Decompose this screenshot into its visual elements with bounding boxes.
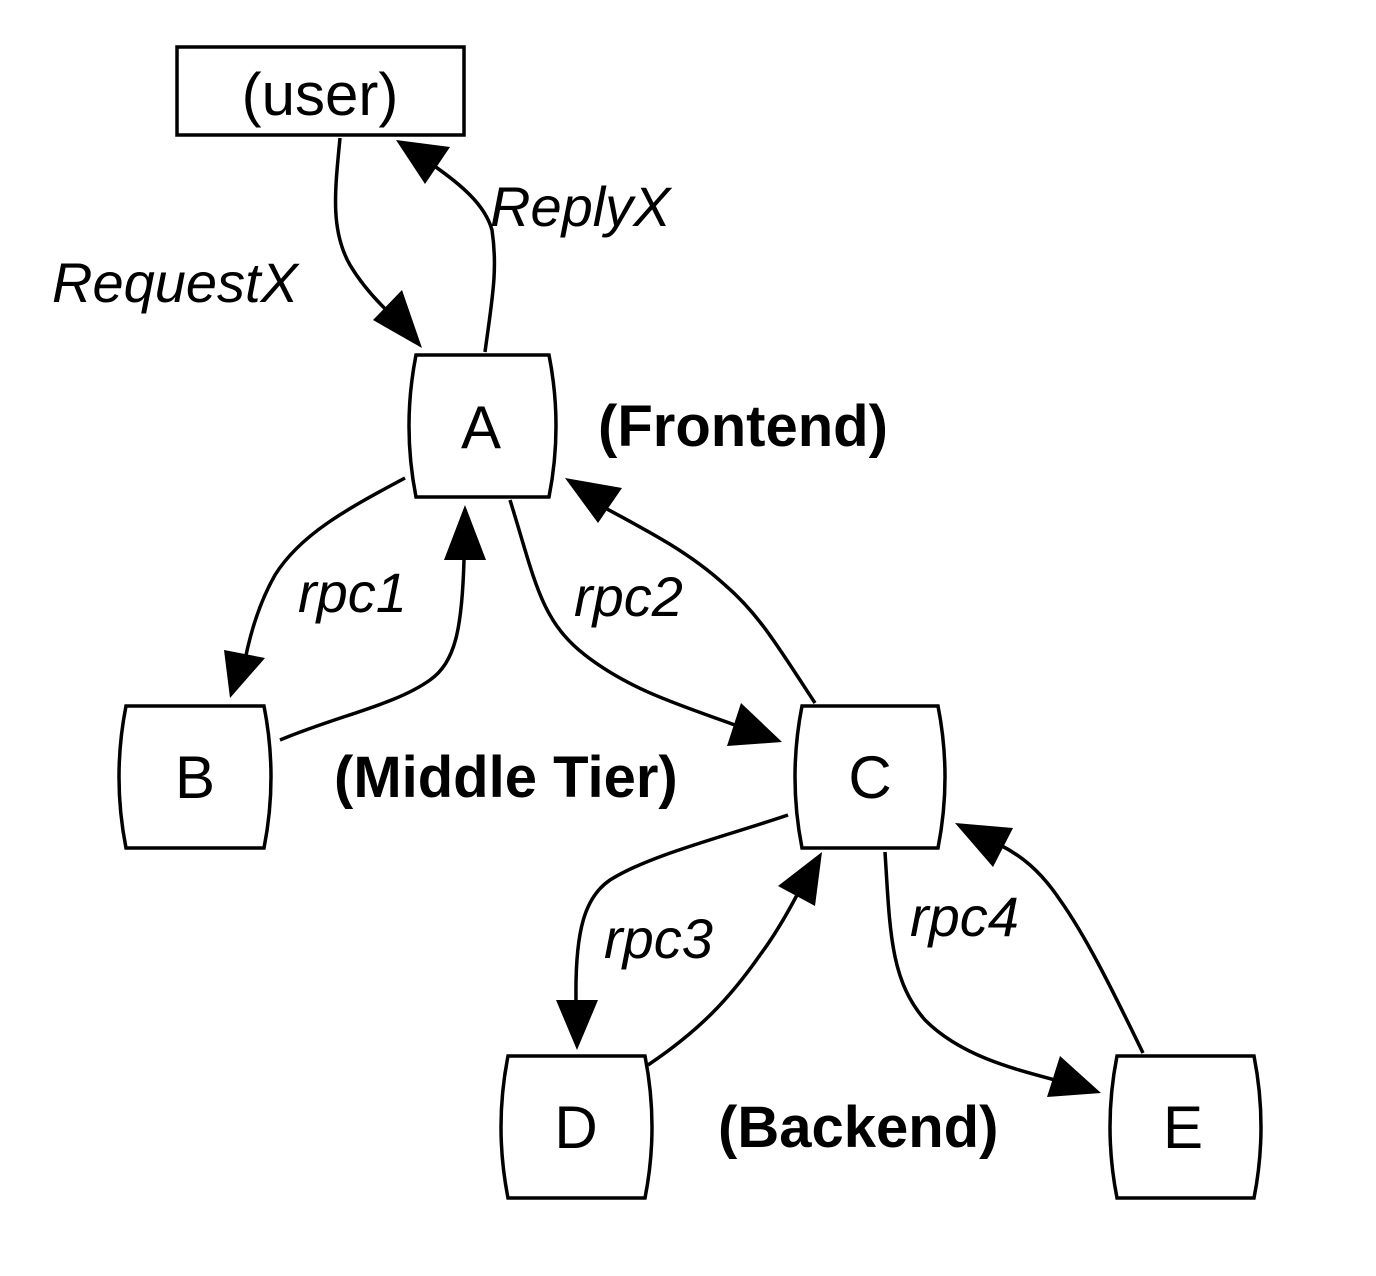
node-b-label: B — [175, 744, 215, 811]
rpc1-request-edge — [243, 476, 406, 661]
rpc2-reply-arrowhead — [565, 478, 622, 523]
rpc4-request-arrowhead — [1047, 1056, 1101, 1097]
rpc4-reply-edge — [999, 843, 1145, 1054]
node-a: A — [407, 353, 558, 499]
node-c: C — [793, 704, 947, 850]
rpc3-reply-edge — [647, 894, 799, 1067]
rpc1-reply-edge — [279, 559, 466, 742]
tier-label-frontend: (Frontend) — [598, 394, 888, 459]
edge-label-request: RequestX — [52, 251, 301, 314]
node-d-label: D — [554, 1094, 597, 1161]
rpc1-reply-arrowhead — [444, 505, 486, 560]
request-edge — [333, 137, 406, 328]
request-arrowhead — [373, 290, 422, 348]
node-d: D — [499, 1054, 654, 1200]
edge-label-rpc2: rpc2 — [574, 565, 683, 628]
rpc3-reply-arrowhead — [778, 852, 822, 906]
rpc4-reply-arrowhead — [955, 823, 1013, 867]
node-a-label: A — [461, 394, 501, 461]
node-c-label: C — [848, 744, 891, 811]
edge-label-rpc1: rpc1 — [298, 561, 407, 624]
reply-edge — [429, 161, 497, 353]
rpc4-request-edge — [883, 851, 1056, 1082]
tier-label-middle: (Middle Tier) — [334, 745, 678, 810]
node-e-label: E — [1163, 1094, 1203, 1161]
tier-label-backend: (Backend) — [718, 1095, 998, 1160]
rpc2-reply-edge — [604, 506, 817, 704]
node-user: (user) — [175, 45, 466, 137]
rpc3-request-arrowhead — [556, 1000, 598, 1050]
edge-label-rpc4: rpc4 — [910, 885, 1019, 948]
rpc2-request-edge — [508, 499, 736, 727]
node-user-label: (user) — [242, 61, 399, 128]
rpc2-request-arrowhead — [727, 703, 782, 746]
rpc3-request-edge — [574, 813, 789, 1001]
edge-label-reply: ReplyX — [490, 175, 673, 238]
reply-arrowhead — [396, 140, 450, 184]
rpc1-request-arrowhead — [224, 650, 265, 698]
edge-label-rpc3: rpc3 — [604, 907, 713, 970]
node-e: E — [1108, 1054, 1263, 1200]
node-b: B — [117, 704, 273, 850]
